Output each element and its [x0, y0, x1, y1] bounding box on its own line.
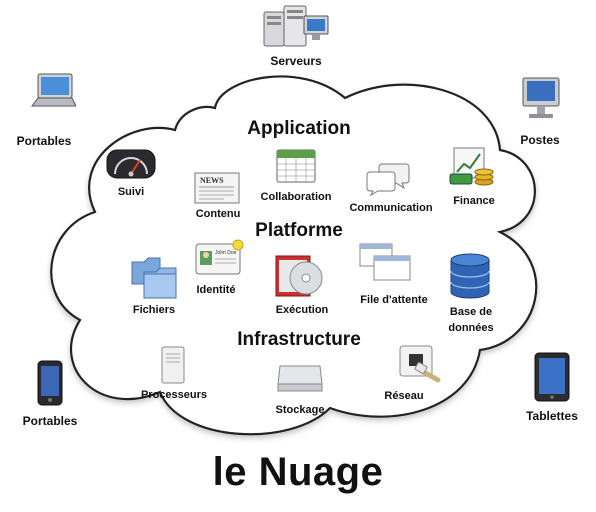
processors-label: Processeurs [140, 389, 208, 401]
tablets-label: Tablettes [526, 409, 578, 423]
laptops-label: Portables [16, 134, 72, 148]
application-heading: Application [247, 118, 351, 139]
calendar-icon [276, 146, 316, 184]
files-label: Fichiers [132, 304, 176, 316]
database-icon [448, 252, 492, 300]
main-title: le Nuage [212, 450, 384, 494]
database-label-line1: Base de [449, 306, 493, 318]
monitoring-label: Suivi [117, 186, 145, 198]
infrastructure-heading: Infrastructure [237, 329, 361, 350]
storage-label: Stockage [275, 404, 325, 416]
communication-label: Communication [349, 202, 433, 214]
newspaper-text: NEWS [200, 176, 224, 185]
phones-label: Portables [22, 414, 78, 428]
chat-bubbles-icon [366, 162, 410, 196]
database-label-line2: données [448, 322, 494, 334]
laptop-icon [30, 72, 76, 114]
content-label: Contenu [195, 208, 241, 220]
network-plug-icon [398, 344, 442, 384]
network-label: Réseau [384, 390, 424, 402]
queue-windows-icon [358, 242, 412, 282]
id-card-icon: John Doe [194, 238, 248, 278]
collaboration-label: Collaboration [260, 191, 332, 203]
servers-label: Serveurs [270, 54, 322, 68]
newspaper-icon: NEWS [194, 172, 240, 204]
finance-label: Finance [453, 195, 495, 207]
speedometer-icon [106, 146, 156, 180]
platform-heading: Platforme [255, 220, 343, 241]
finance-chart-icon [448, 146, 496, 188]
identity-label: Identité [196, 284, 236, 296]
folders-icon [130, 254, 180, 300]
phone-icon [36, 360, 64, 406]
tablet-icon [534, 352, 570, 402]
id-card-name-text: John Doe [215, 250, 237, 256]
storage-drive-icon [276, 360, 324, 392]
desktops-label: Postes [520, 133, 560, 147]
desktop-icon [520, 76, 562, 126]
processor-tower-icon [160, 346, 186, 384]
execution-label: Exécution [275, 304, 329, 316]
queue-label: File d'attente [360, 294, 428, 306]
execution-disc-icon [274, 254, 326, 300]
servers-icon [262, 4, 330, 50]
